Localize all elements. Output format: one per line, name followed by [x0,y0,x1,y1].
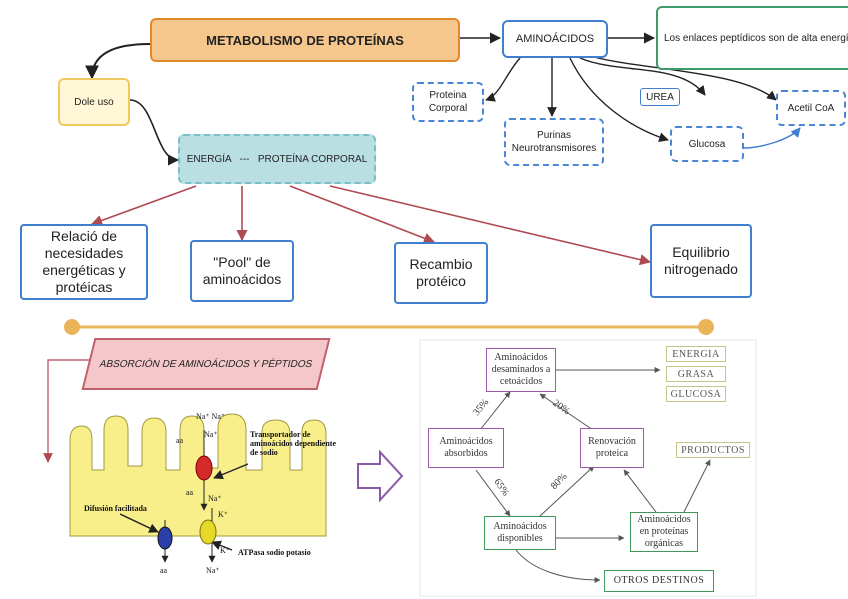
disponibles-box[interactable]: Aminoácidos disponibles [484,516,556,550]
arrow-amino-acetil [589,55,777,101]
aminoacidos-node[interactable]: AMINOÁCIDOS [502,20,608,58]
urea-node[interactable]: UREA [640,88,680,106]
arrow-amino-proteina [485,57,521,102]
arrow-energia-recambio [289,185,436,244]
aa-mid-label: aa [186,488,194,497]
enlaces-text: Los enlaces peptídicos son de alta energ… [664,33,848,44]
hollow-arrow-icon [357,449,404,503]
absorcion-banner[interactable]: ABSORCIÓN DE AMINOÁCIDOS Y PÉPTIDOS [81,338,331,390]
na-mid-label: Na⁺ [204,430,218,439]
acetil-coa-node[interactable]: Acetil CoA [776,90,846,126]
desaminados-box[interactable]: Aminoácidos desaminados a cetoácidos [486,348,556,392]
na-bottom-label: Na⁺ [206,566,220,575]
k-plus-label: K⁺ [218,510,228,519]
proteina-corporal-node[interactable]: Proteina Corporal [412,82,484,122]
arrow-dole-energia [129,99,180,166]
facilitated-diffusion-icon [157,526,173,550]
otros-destinos-box[interactable]: OTROS DESTINOS [604,570,714,592]
arrow-energia-relacion [90,185,197,226]
glucosa-box[interactable]: GLUCOSA [666,386,726,402]
arrow-energia-equilibrio [329,185,652,266]
renovacion-box[interactable]: Renovación proteica [580,428,644,468]
arrow-amino-urea [579,57,706,96]
enlaces-node[interactable]: Los enlaces peptídicos son de alta energ… [656,6,848,70]
purinas-node[interactable]: Purinas Neurotransmisores [504,118,604,166]
sodium-transporter-icon [195,455,213,481]
transportador-label: Transportador de aminoácidos dependiente… [250,430,337,457]
absorbidos-box[interactable]: Aminoácidos absorbidos [428,428,504,468]
dole-uso-node[interactable]: Dole uso [58,78,130,126]
equilibrio-node[interactable]: Equilibrio nitrogenado [650,224,752,298]
pool-node[interactable]: "Pool" de aminoácidos [190,240,294,302]
grasa-box[interactable]: GRASA [666,366,726,382]
productos-box[interactable]: PRODUCTOS [676,442,750,458]
na-top-label: Na⁺ Na⁺ [196,412,226,421]
metabolismo-title[interactable]: METABOLISMO DE PROTEÍNAS [150,18,460,62]
aa-bottom-label: aa [160,566,168,575]
energia-box[interactable]: ENERGIA [666,346,726,362]
difusion-label: Difusión facilitada [84,504,147,513]
arrow-glucosa-acetil [735,127,801,153]
na-below-label: Na⁺ [208,494,222,503]
glucosa-node[interactable]: Glucosa [670,126,744,162]
atpasa-label: ATPasa sodio potasio [238,548,311,557]
arrow-metab-dole [85,43,151,80]
timeline-dot-right [698,319,714,335]
timeline-dot-left [64,319,80,335]
relacion-node[interactable]: Relació de necesidades energéticas y pro… [20,224,148,300]
atpase-pump-icon [199,519,217,545]
recambio-node[interactable]: Recambio protéico [394,242,488,304]
k-plus-2-label: K⁺ [220,546,230,555]
arrow-amino-glucosa [569,57,669,143]
flow-frame [419,339,757,597]
organicas-box[interactable]: Aminoácidos en proteínas orgánicas [630,512,698,552]
aa-left-label: aa [176,436,184,445]
energia-proteina-node[interactable]: ENERGÍA --- PROTEÍNA CORPORAL [178,134,376,184]
